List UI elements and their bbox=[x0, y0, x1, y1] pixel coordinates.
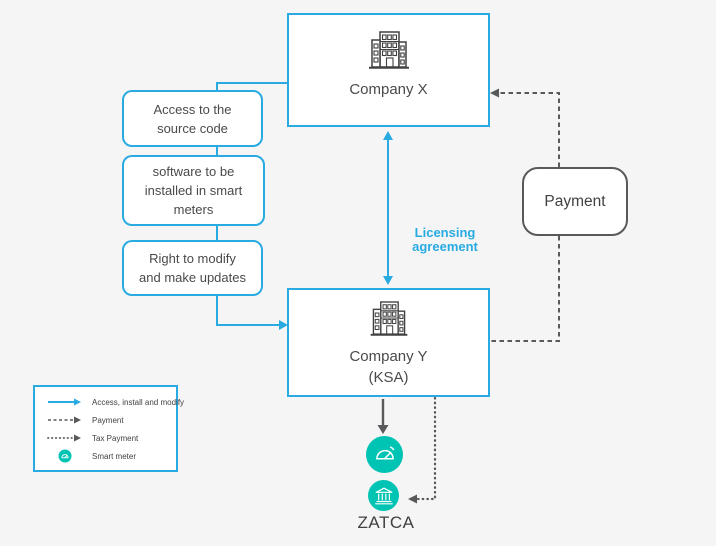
company-y-label: Company Y (KSA) bbox=[349, 348, 428, 386]
edge-tax-payment-dotted bbox=[415, 396, 437, 501]
payment-node: Payment bbox=[522, 167, 628, 236]
licensing-agreement-label: Licensing agreement bbox=[412, 225, 478, 254]
note-access-source-code: Access to the source code bbox=[122, 90, 263, 147]
note-software-smart-meters: software to be installed in smart meters bbox=[122, 155, 265, 226]
office-building-icon bbox=[370, 301, 407, 336]
edge-payment-to-companyx-dashed bbox=[497, 92, 560, 167]
company-y-node: Company Y (KSA) bbox=[287, 288, 490, 397]
legend-label-tax-payment: Tax Payment bbox=[92, 433, 139, 443]
bank-icon bbox=[374, 487, 393, 504]
arrowhead-licensing-down bbox=[383, 276, 393, 285]
legend-item-payment: Payment bbox=[35, 412, 176, 428]
legend-item-access: Access, install and modify bbox=[35, 394, 184, 410]
zatca-label: ZATCA bbox=[357, 513, 415, 532]
note-right-to-modify: Right to modify and make updates bbox=[122, 240, 263, 296]
company-x-label: Company X bbox=[349, 81, 428, 98]
company-x-node: Company X bbox=[287, 13, 490, 127]
arrowhead-to-companyy bbox=[279, 320, 288, 330]
smart-meter-icon bbox=[375, 445, 394, 460]
arrowhead-tax-to-zatca bbox=[408, 494, 417, 504]
legend-item-smart-meter: Smart meter bbox=[35, 448, 176, 464]
arrowhead-licensing-up bbox=[383, 131, 393, 140]
legend-label-payment: Payment bbox=[92, 415, 124, 425]
office-building-icon bbox=[368, 31, 409, 69]
legend-item-tax-payment: Tax Payment bbox=[35, 430, 176, 446]
edge-payment-to-companyy-dashed bbox=[491, 236, 560, 342]
arrowhead-payment-to-companyx bbox=[490, 88, 499, 98]
arrowhead-to-meter bbox=[377, 425, 389, 434]
legend-box: Access, install and modify Payment Tax P… bbox=[33, 385, 184, 472]
smart-meter-node bbox=[366, 436, 403, 473]
legend-solid-arrow-icon bbox=[46, 397, 84, 407]
legend-label-smart-meter: Smart meter bbox=[92, 451, 137, 461]
legend-label-access: Access, install and modify bbox=[92, 397, 185, 407]
edge-note1-to-companyx bbox=[216, 82, 287, 90]
legend-dashed-arrow-icon bbox=[46, 415, 84, 425]
zatca-node bbox=[368, 480, 399, 511]
edge-note3-to-companyy bbox=[216, 296, 279, 326]
legend-smart-meter-icon bbox=[46, 449, 84, 463]
legend-dotted-arrow-icon bbox=[46, 433, 84, 443]
